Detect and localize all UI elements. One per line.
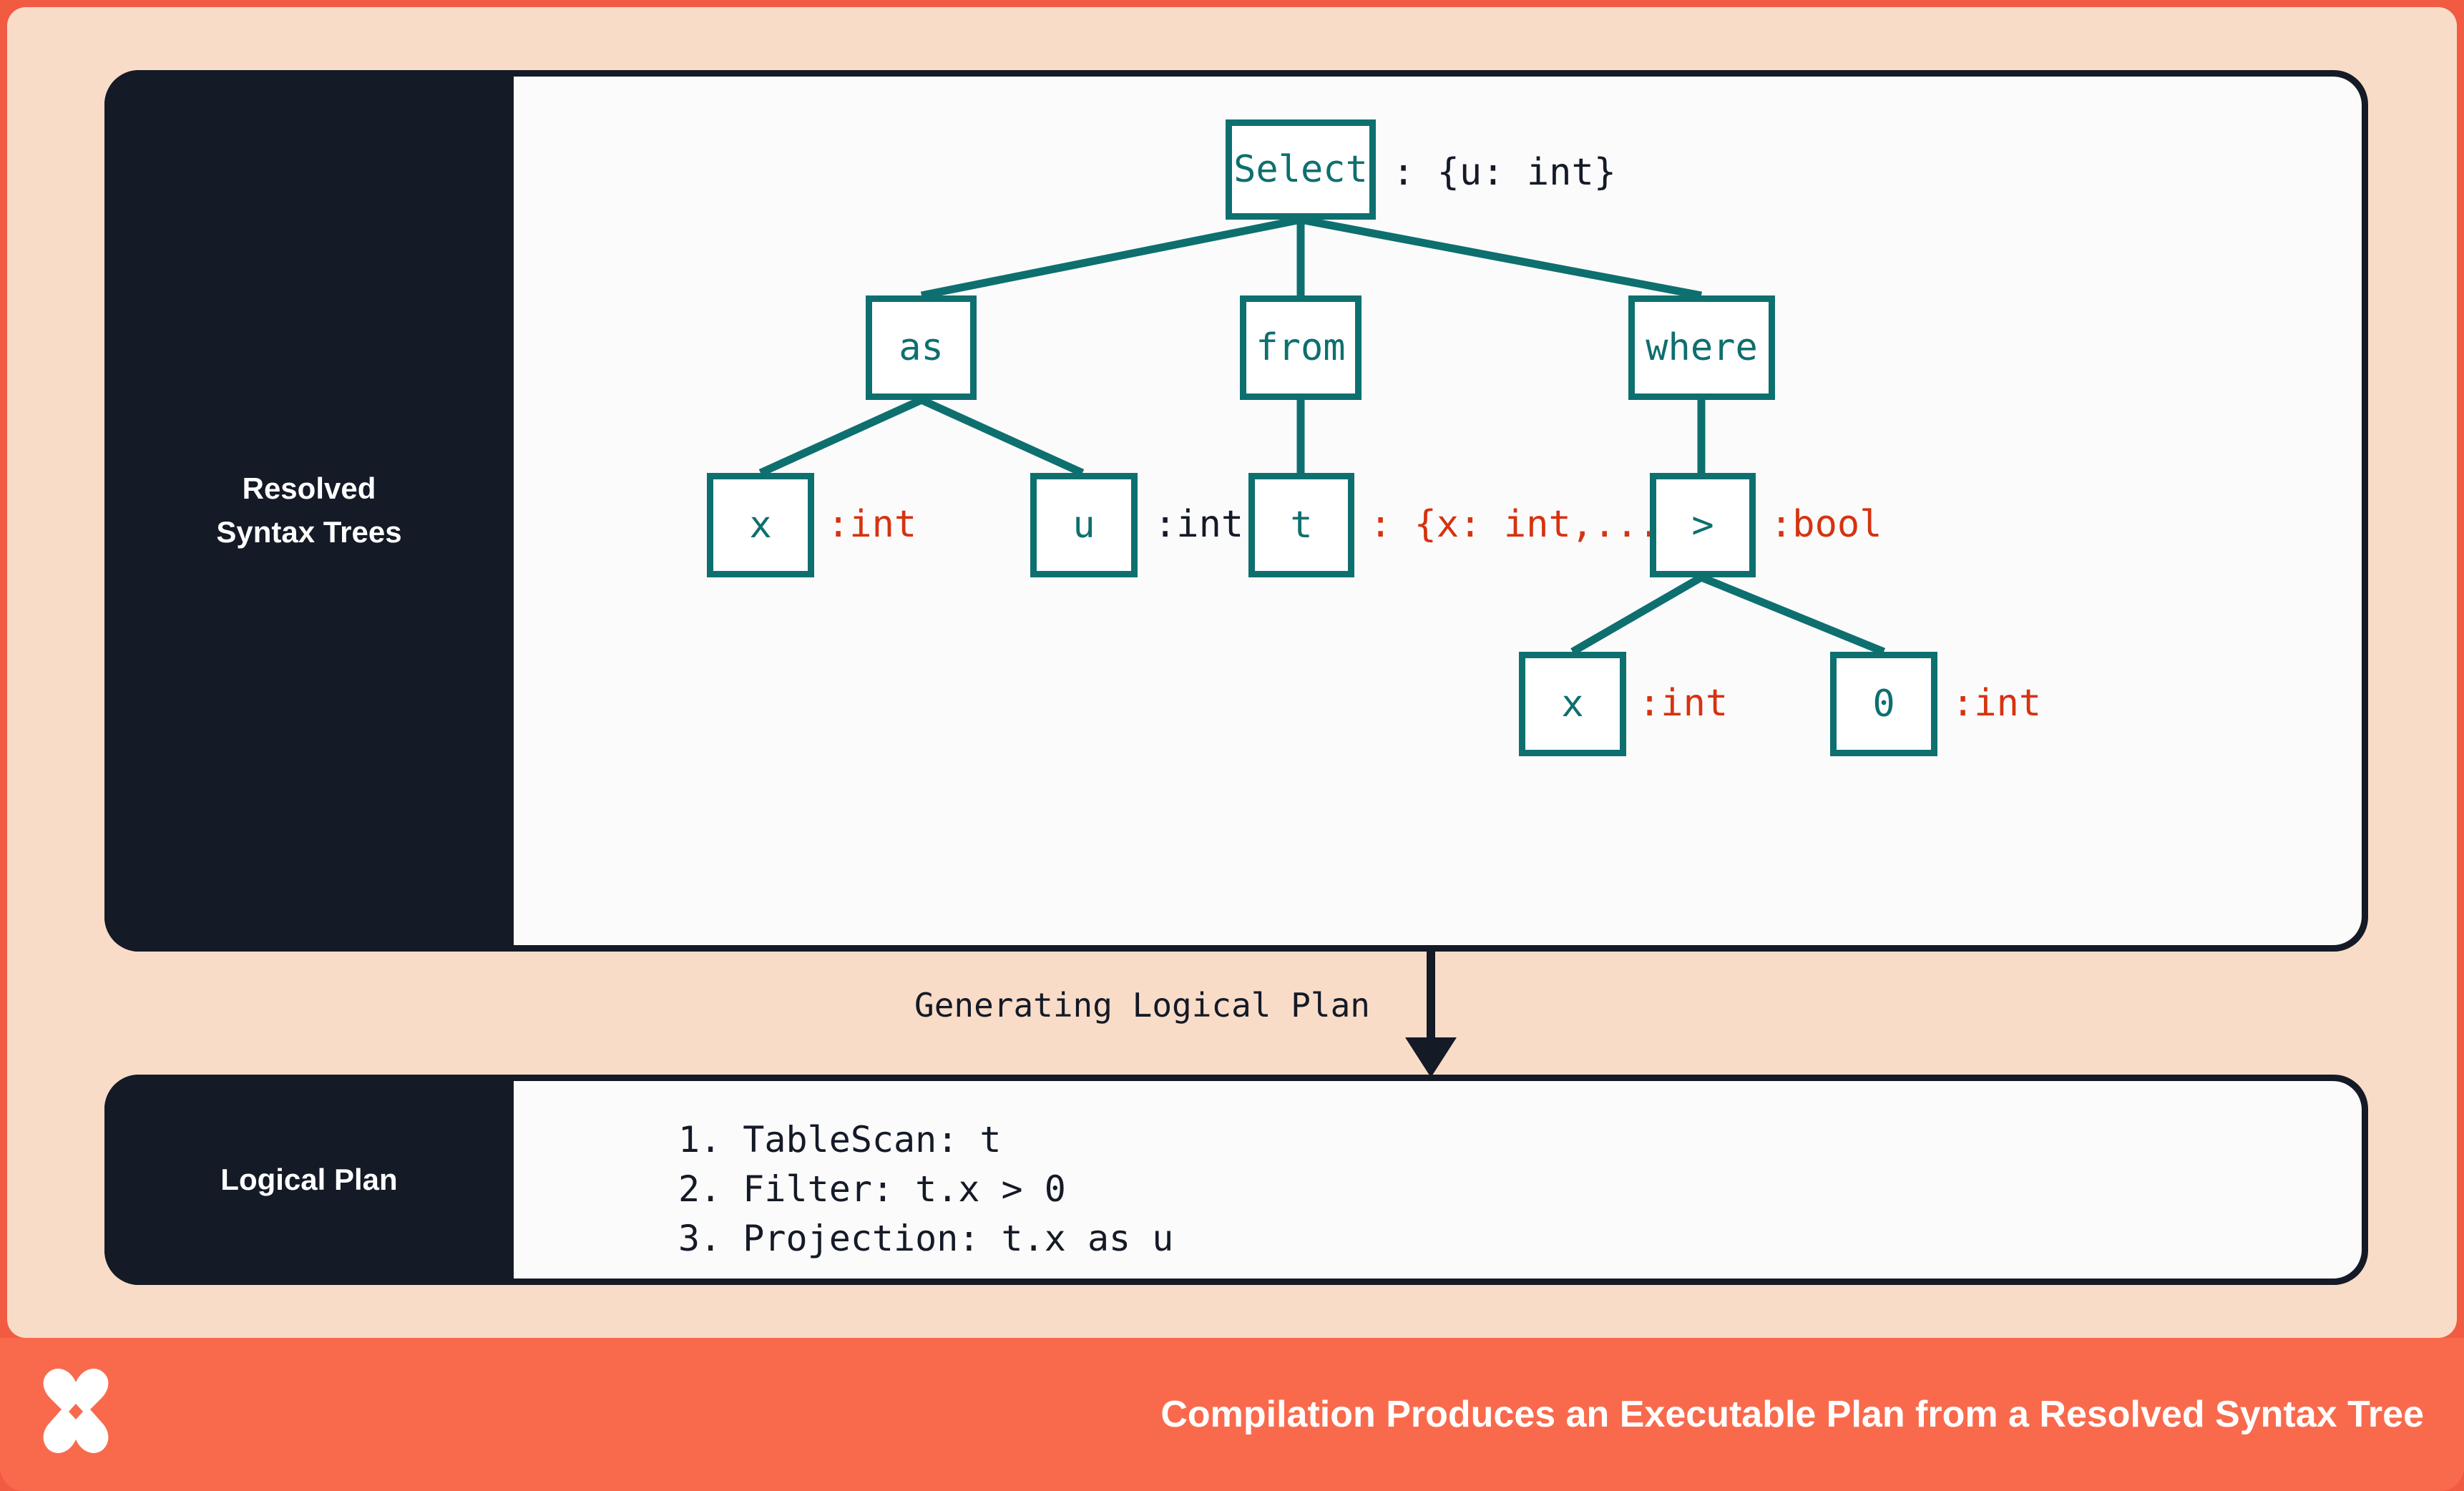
- tree-node-as-x[interactable]: x: [707, 473, 814, 577]
- tree-node-as-label: as: [899, 326, 944, 369]
- footer-banner: Compilation Produces an Executable Plan …: [0, 1338, 2464, 1491]
- tree-panel-body: Select : {u: int} as from where x :int: [514, 77, 2362, 945]
- x-star-logo: [43, 1369, 109, 1453]
- tree-node-gt-x[interactable]: x: [1519, 652, 1626, 756]
- transition-label: Generating Logical Plan: [914, 986, 1370, 1025]
- plan-panel-body: 1. TableScan: t 2. Filter: t.x > 0 3. Pr…: [514, 1081, 2362, 1279]
- tree-panel-rail: Resolved Syntax Trees: [104, 70, 514, 952]
- tree-node-gt-0[interactable]: 0: [1830, 652, 1937, 756]
- tree-node-as[interactable]: as: [866, 295, 977, 400]
- poster-canvas: Resolved Syntax Trees: [7, 7, 2457, 1338]
- tree-annotation-select: : {u: int}: [1392, 151, 1617, 194]
- tree-node-where[interactable]: where: [1628, 295, 1775, 400]
- tree-node-from[interactable]: from: [1240, 295, 1361, 400]
- tree-node-gt-label: >: [1691, 504, 1714, 547]
- tree-node-from-t-label: t: [1290, 504, 1313, 547]
- tree-node-gt[interactable]: >: [1650, 473, 1756, 577]
- tree-node-as-x-label: x: [749, 504, 772, 547]
- tree-annotation-as-x: :int: [827, 503, 917, 546]
- tree-panel-label: Resolved Syntax Trees: [216, 471, 402, 549]
- plan-panel-rail: Logical Plan: [104, 1075, 514, 1285]
- arrow-down-icon: [1405, 949, 1457, 1077]
- tree-annotation-from-t: : {x: int,...}: [1369, 503, 1683, 546]
- tree-annotation-gt-x: :int: [1638, 682, 1729, 725]
- tree-node-as-u[interactable]: u: [1030, 473, 1138, 577]
- plan-panel-label: Logical Plan: [220, 1162, 398, 1196]
- tree-node-where-label: where: [1646, 326, 1758, 369]
- tree-node-gt-x-label: x: [1561, 683, 1584, 725]
- tree-node-select[interactable]: Select: [1226, 119, 1376, 220]
- footer-caption: Compilation Produces an Executable Plan …: [1160, 1394, 2424, 1435]
- plan-step: 2. Filter: t.x > 0: [678, 1168, 1066, 1210]
- tree-annotation-as-u: :int: [1154, 503, 1244, 546]
- resolved-syntax-trees-panel: Resolved Syntax Trees: [104, 70, 2368, 952]
- plan-step: 1. TableScan: t: [678, 1119, 1002, 1160]
- logical-plan-panel: Logical Plan 1. TableScan: t 2. Filter: …: [104, 1075, 2368, 1285]
- tree-annotation-gt: :bool: [1770, 503, 1882, 546]
- plan-step: 3. Projection: t.x as u: [678, 1218, 1174, 1259]
- tree-node-gt-0-label: 0: [1872, 683, 1895, 725]
- tree-edges: [758, 215, 1886, 656]
- tree-node-select-label: Select: [1233, 148, 1368, 191]
- logical-plan-steps: 1. TableScan: t 2. Filter: t.x > 0 3. Pr…: [678, 1115, 1173, 1263]
- tree-annotation-gt-0: :int: [1952, 682, 2042, 725]
- tree-node-from-label: from: [1256, 326, 1346, 369]
- tree-node-as-u-label: u: [1072, 504, 1095, 547]
- tree-node-from-t[interactable]: t: [1248, 473, 1354, 577]
